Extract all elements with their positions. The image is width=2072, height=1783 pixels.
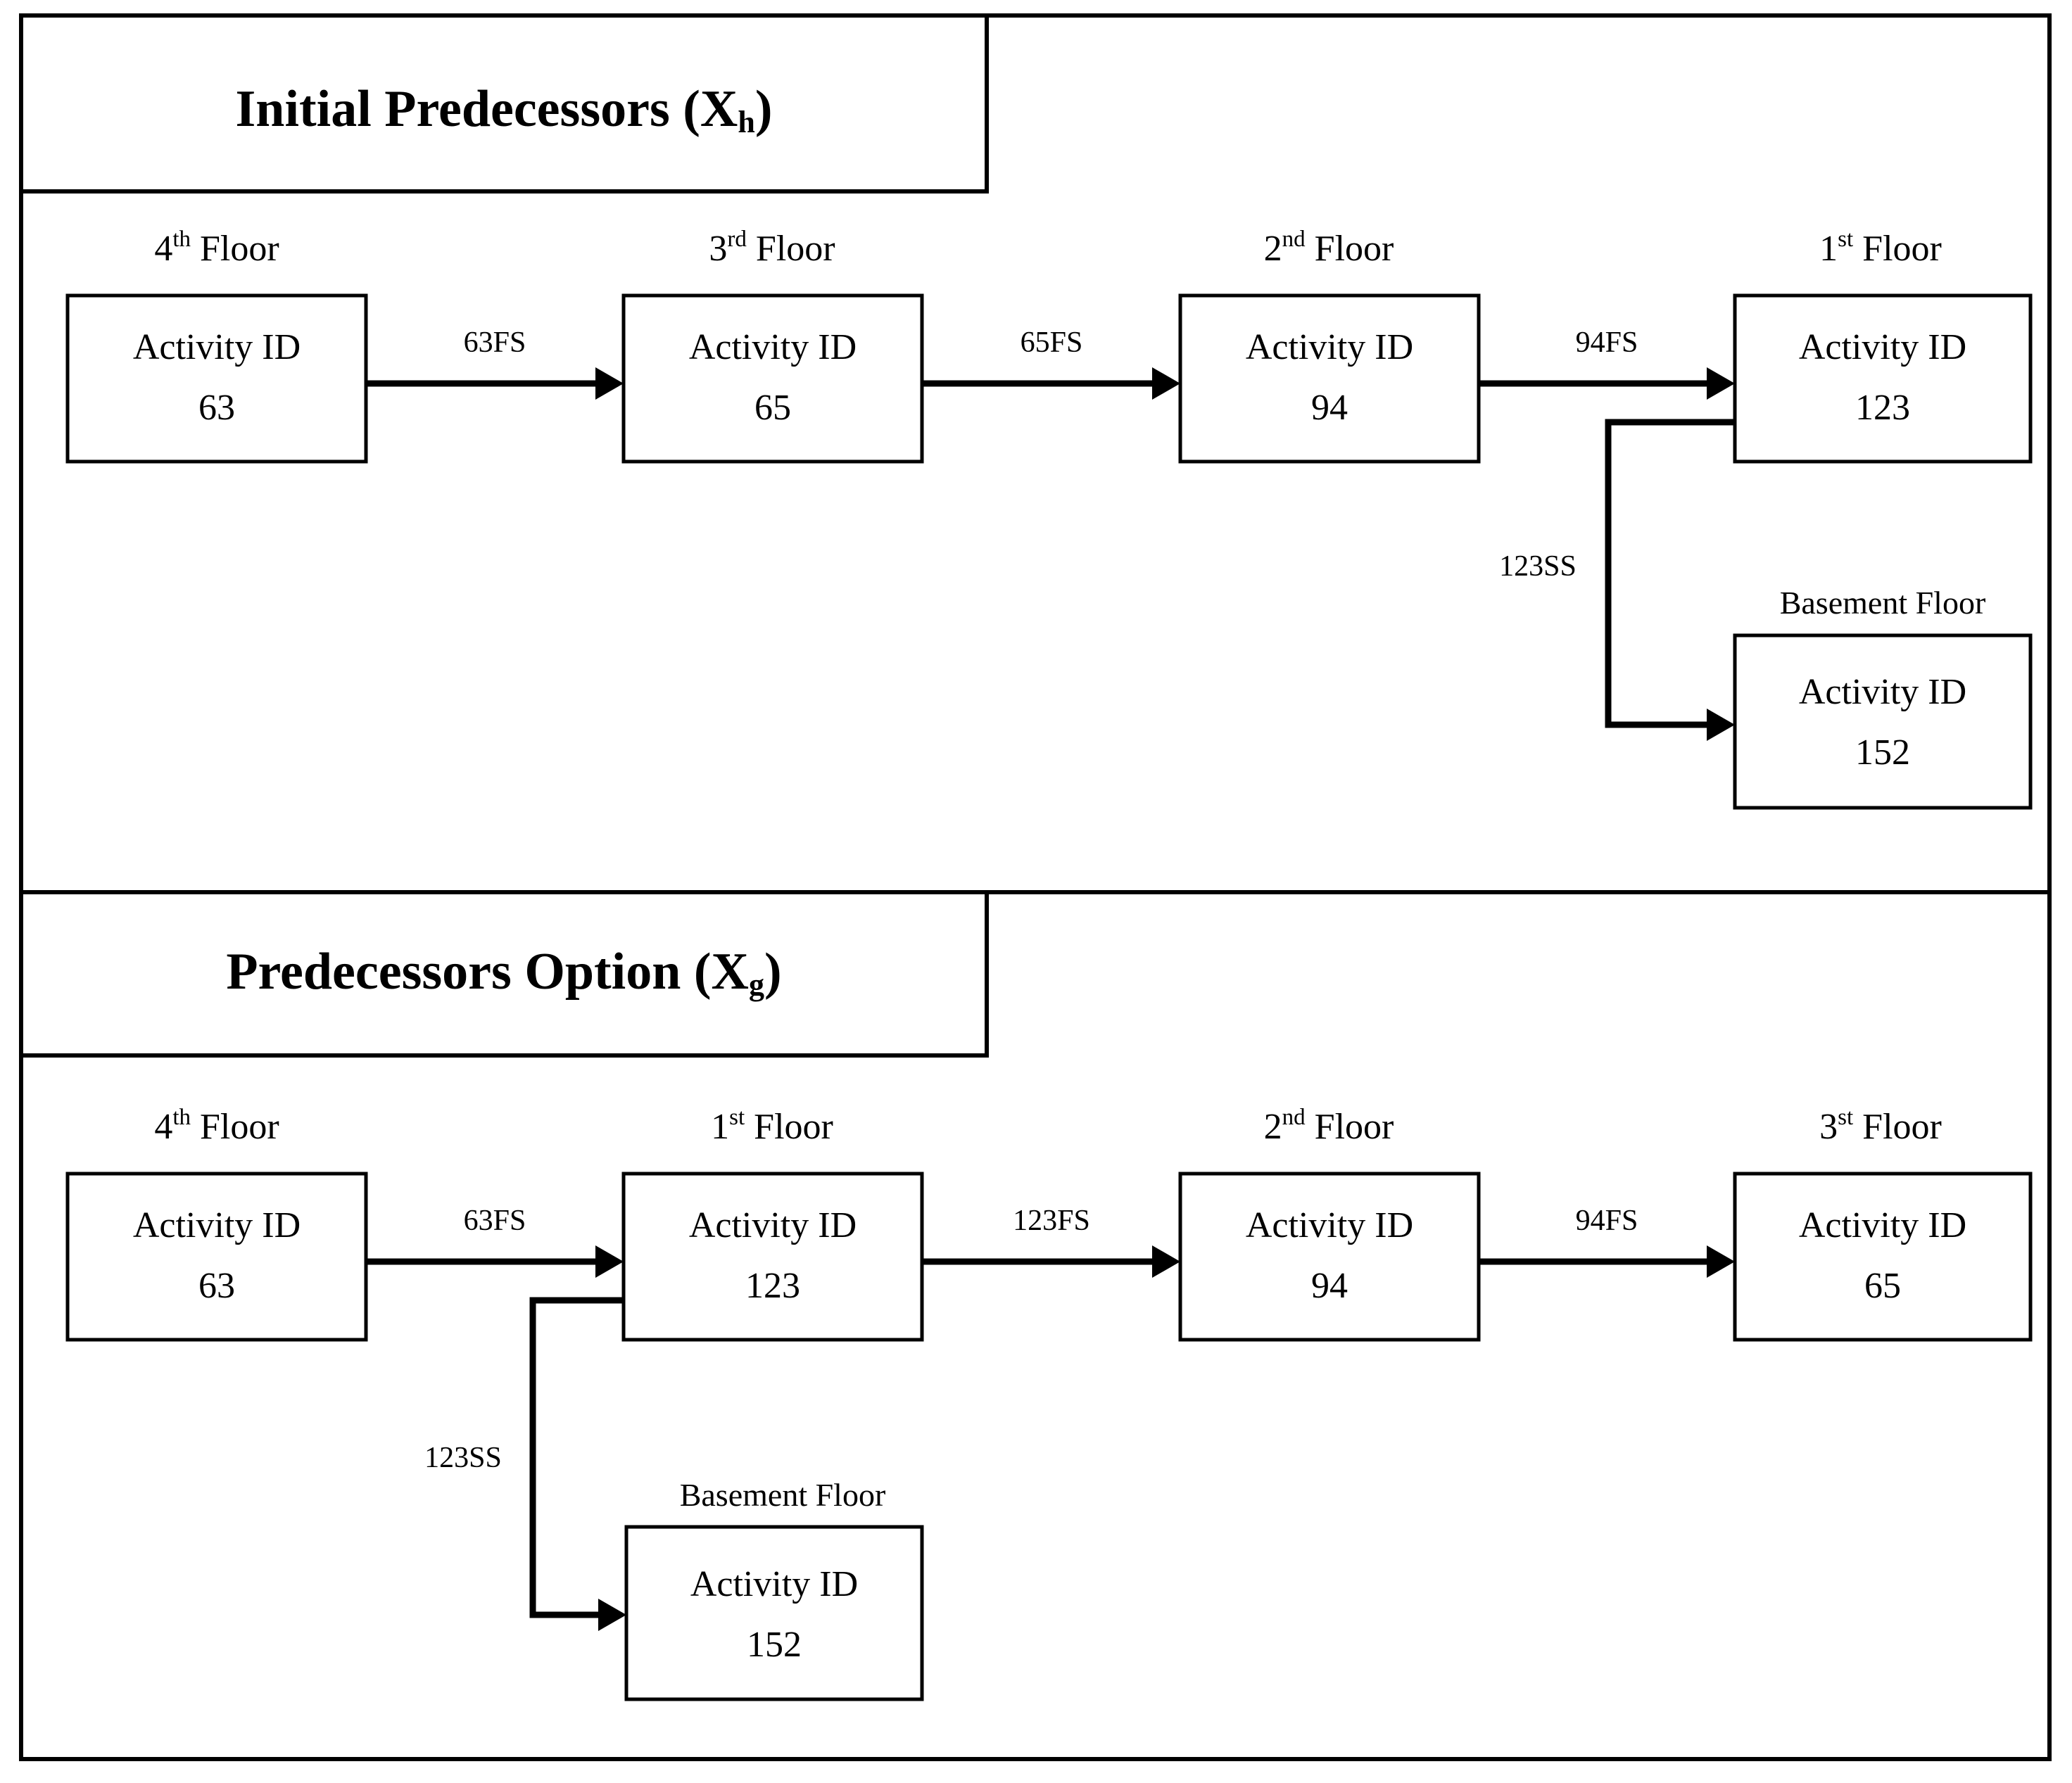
section1-node-2-line2: 94 <box>1311 388 1348 428</box>
section1-node-1-line1: Activity ID <box>689 327 857 367</box>
section2-edge-3-label: 123SS <box>424 1442 502 1474</box>
section2-floor-label-1: 1st Floor <box>711 1105 833 1147</box>
section2-floor-label-3: 3st Floor <box>1819 1105 1942 1147</box>
section2-basement-node-box[interactable] <box>624 1525 924 1701</box>
section1-edge-0-arrowhead <box>595 367 624 400</box>
section2-edge-3-arrowhead <box>598 1599 626 1631</box>
section2-title-box <box>19 890 989 1058</box>
section2-edge-1-label: 123FS <box>1013 1205 1090 1237</box>
section1-edge-3-label: 123SS <box>1499 550 1577 583</box>
section2-node-box-2[interactable] <box>1178 1172 1481 1342</box>
section1-edge-0-label: 63FS <box>464 326 526 359</box>
section1-edge-3-line <box>1605 419 1735 728</box>
section2-edge-0-label: 63FS <box>464 1205 526 1237</box>
section2-node-0-line1: Activity ID <box>133 1205 301 1245</box>
section1-node-box-0[interactable] <box>65 293 368 464</box>
section1-node-0-line1: Activity ID <box>133 327 301 367</box>
section2-node-box-3[interactable] <box>1733 1172 2033 1342</box>
section2-edge-2-arrowhead <box>1707 1245 1735 1278</box>
section2-edge-3-line <box>529 1297 624 1618</box>
section1-floor-label-1: 3rd Floor <box>709 227 835 269</box>
section1-floor-label-0: 4th Floor <box>154 227 279 269</box>
section1-basement-line2: 152 <box>1855 732 1910 773</box>
section2-node-3-line1: Activity ID <box>1799 1205 1966 1245</box>
section1-edge-2-label: 94FS <box>1576 326 1638 359</box>
section1-node-1-line2: 65 <box>754 388 791 428</box>
section1-basement-floor-label: Basement Floor <box>1780 585 1986 621</box>
section2-node-3-line2: 65 <box>1864 1266 1901 1306</box>
section1-edge-3-arrowhead <box>1707 709 1735 741</box>
section2-basement-line2: 152 <box>747 1625 802 1665</box>
section1-edge-1-label: 65FS <box>1021 326 1083 359</box>
section2-floor-label-0: 4th Floor <box>154 1105 279 1147</box>
section1-node-2-line1: Activity ID <box>1246 327 1413 367</box>
section2-node-1-line1: Activity ID <box>689 1205 857 1245</box>
section1-title: Initial Predecessors (Xh) <box>236 80 773 139</box>
section2-edge-0-arrowhead <box>595 1245 624 1278</box>
section1-node-box-3[interactable] <box>1733 293 2033 464</box>
section1-edge-2-arrowhead <box>1707 367 1735 400</box>
section2-title: Predecessors Option (Xg) <box>226 943 781 1002</box>
section2-edge-2-label: 94FS <box>1576 1205 1638 1237</box>
section1-node-3-line2: 123 <box>1855 388 1910 428</box>
section2-floor-label-2: 2nd Floor <box>1264 1105 1394 1147</box>
section2-node-1-line2: 123 <box>745 1266 800 1306</box>
section2-node-box-1[interactable] <box>621 1172 924 1342</box>
section1-basement-node-box[interactable] <box>1733 633 2033 810</box>
section1-node-box-1[interactable] <box>621 293 924 464</box>
section2-node-box-0[interactable] <box>65 1172 368 1342</box>
section2-node-2-line2: 94 <box>1311 1266 1348 1306</box>
section1-edge-1-arrowhead <box>1152 367 1180 400</box>
section1-node-box-2[interactable] <box>1178 293 1481 464</box>
section1-node-3-line1: Activity ID <box>1799 327 1966 367</box>
section2-node-0-line2: 63 <box>198 1266 235 1306</box>
section2-edge-1-arrowhead <box>1152 1245 1180 1278</box>
section1-node-0-line2: 63 <box>198 388 235 428</box>
section1-title-box <box>19 13 989 193</box>
outer-frame <box>19 13 2052 1761</box>
section1-basement-line1: Activity ID <box>1799 672 1966 712</box>
section2-basement-floor-label: Basement Floor <box>680 1477 886 1513</box>
section2-node-2-line1: Activity ID <box>1246 1205 1413 1245</box>
section2-basement-line1: Activity ID <box>690 1564 858 1604</box>
section1-floor-label-2: 2nd Floor <box>1264 227 1394 269</box>
section1-floor-label-3: 1st Floor <box>1819 227 1942 269</box>
